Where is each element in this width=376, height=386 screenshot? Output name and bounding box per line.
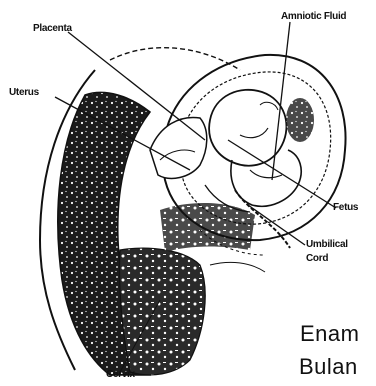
- amniotic-fluid-label: Amniotic Fluid: [281, 12, 346, 22]
- caption-line1: Enam: [300, 323, 359, 345]
- fetus-label: Fetus: [333, 203, 358, 213]
- placenta-label: Placenta: [33, 24, 72, 34]
- placenta: [150, 117, 207, 178]
- uterus-label: Uterus: [9, 88, 39, 98]
- caption-line2: Bulan: [299, 356, 358, 378]
- cervix-label: Cervix: [106, 370, 135, 380]
- umbilical-cord-label-line2: Cord: [306, 254, 328, 264]
- fetus-leader: [228, 140, 336, 208]
- umbilical-cord-label-line1: Umbilical: [306, 240, 348, 250]
- fetus-figure: [205, 90, 314, 212]
- cervix-region: [119, 248, 205, 375]
